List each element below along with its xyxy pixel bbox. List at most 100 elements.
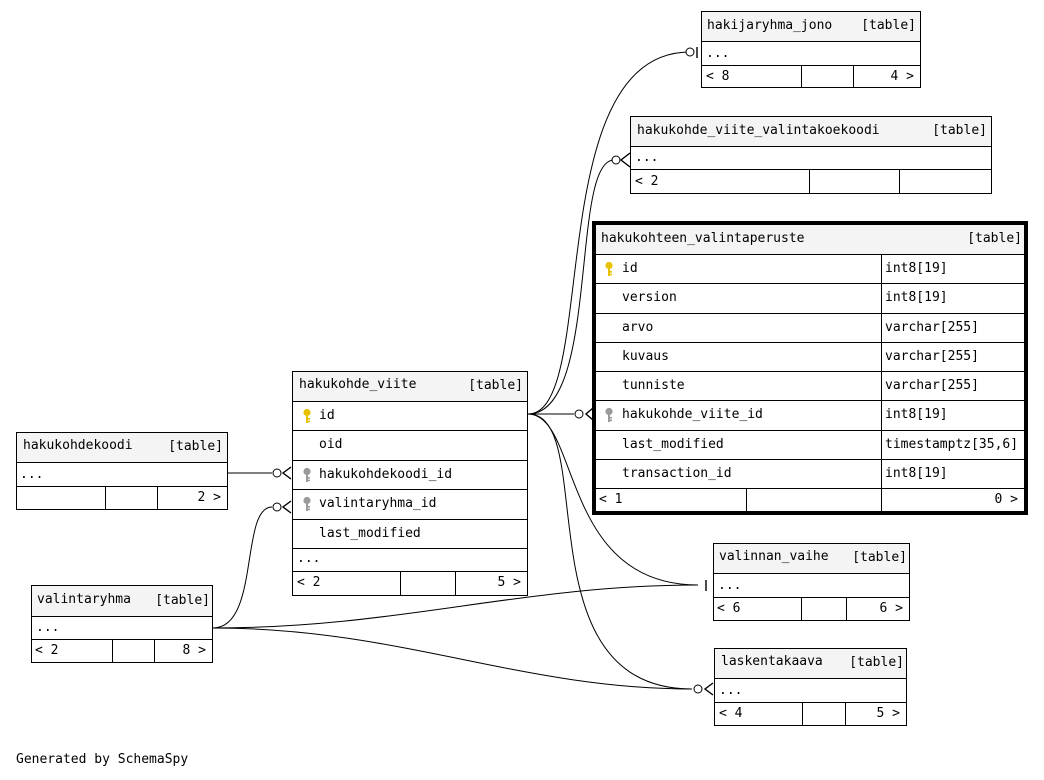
primary-key-icon xyxy=(604,261,614,277)
table-ellipsis-row: ... xyxy=(714,573,909,597)
ellipsis-text: ... xyxy=(706,46,730,61)
table-ellipsis-row: ... xyxy=(32,616,212,639)
table-header: hakukohde_viite_valintakoekoodi [table] xyxy=(631,117,991,146)
table-type-label: [table] xyxy=(852,550,907,565)
table-header: hakukohdekoodi [table] xyxy=(17,433,227,462)
column-row-id[interactable]: id xyxy=(293,401,527,430)
child-count[interactable]: 5 > xyxy=(876,706,900,721)
column-row-hakukohde-viite-id[interactable]: hakukohde_viite_id int8[19] xyxy=(596,400,1024,430)
column-type: timestamptz[35,6] xyxy=(885,436,1019,452)
table-hakukohdekoodi[interactable]: hakukohdekoodi [table] ... 2 > xyxy=(16,432,228,510)
edge-valintaryhma-to-laskentakaava xyxy=(212,627,693,690)
table-ellipsis-row: ... xyxy=(293,548,527,571)
table-type-label: [table] xyxy=(849,655,904,670)
edge-marker-crowfoot xyxy=(703,682,714,696)
edge-marker-circle xyxy=(574,409,584,419)
table-type-label: [table] xyxy=(168,439,223,454)
ellipsis-text: ... xyxy=(719,683,743,698)
table-type-label: [table] xyxy=(155,593,210,608)
table-header: laskentakaava [table] xyxy=(715,649,906,678)
column-row-hakukohdekoodi-id[interactable]: hakukohdekoodi_id xyxy=(293,459,527,489)
column-name: id xyxy=(622,261,638,276)
foreign-key-icon xyxy=(302,467,312,483)
column-name: kuvaus xyxy=(622,348,669,364)
table-ellipsis-row: ... xyxy=(715,678,906,702)
edge-valintaryhma-to-hakukohde-viite xyxy=(212,506,273,629)
column-row-kuvaus[interactable]: kuvaus varchar[255] xyxy=(596,341,1024,371)
table-ellipsis-row: ... xyxy=(17,462,227,486)
column-name: last_modified xyxy=(319,525,421,541)
table-header: valintaryhma [table] xyxy=(32,586,212,616)
ellipsis-text: ... xyxy=(36,620,60,635)
column-name: hakukohdekoodi_id xyxy=(319,466,453,482)
edge-marker-crowfoot xyxy=(281,466,292,480)
parent-count[interactable]: < 2 xyxy=(635,174,659,189)
table-hakijaryhma-jono[interactable]: hakijaryhma_jono [table] ... < 8 4 > xyxy=(701,11,921,88)
column-row-valintaryhma-id[interactable]: valintaryhma_id xyxy=(293,489,527,518)
column-name: valintaryhma_id xyxy=(319,496,437,512)
child-count[interactable]: 2 > xyxy=(197,490,221,505)
column-name: version xyxy=(622,290,677,306)
column-row-transaction-id[interactable]: transaction_id int8[19] xyxy=(596,458,1024,488)
edge-hakukohde-viite-to-laskentakaava xyxy=(527,413,693,690)
edge-marker-circle xyxy=(272,502,282,512)
table-ellipsis-row: ... xyxy=(702,41,920,65)
edge-hakukohde-viite-to-valintakoekoodi xyxy=(527,159,615,415)
column-name: arvo xyxy=(622,319,654,335)
column-name: last_modified xyxy=(622,436,724,452)
table-valinnan-vaihe[interactable]: valinnan_vaihe [table] ... < 6 6 > xyxy=(713,543,910,621)
table-name: hakukohde_viite xyxy=(299,377,417,392)
table-header: hakukohteen_valintaperuste [table] xyxy=(596,225,1024,254)
column-name: oid xyxy=(319,437,343,453)
child-count[interactable]: 6 > xyxy=(879,601,903,616)
edge-marker-circle xyxy=(693,684,703,694)
column-row-last-modified[interactable]: last_modified xyxy=(293,518,527,548)
parent-count[interactable]: < 2 xyxy=(35,643,59,658)
table-name: hakukohdekoodi xyxy=(23,438,133,453)
column-row-version[interactable]: version int8[19] xyxy=(596,283,1024,313)
column-row-arvo[interactable]: arvo varchar[255] xyxy=(596,312,1024,342)
column-type: varchar[255] xyxy=(885,319,979,335)
table-type-label: [table] xyxy=(861,18,916,33)
column-type: int8[19] xyxy=(885,465,948,481)
table-footer: < 1 0 > xyxy=(596,488,1024,511)
column-name: hakukohde_viite_id xyxy=(622,407,763,423)
column-type: varchar[255] xyxy=(885,378,979,393)
column-row-last-modified[interactable]: last_modified timestamptz[35,6] xyxy=(596,429,1024,459)
table-name: laskentakaava xyxy=(721,654,823,669)
parent-count[interactable]: < 2 xyxy=(297,575,321,590)
table-laskentakaava[interactable]: laskentakaava [table] ... < 4 5 > xyxy=(714,648,907,726)
parent-count[interactable]: < 8 xyxy=(706,69,730,84)
edge-valintaryhma-to-valinnan-vaihe xyxy=(212,584,699,629)
parent-count[interactable]: < 6 xyxy=(717,601,741,616)
table-footer: 2 > xyxy=(17,486,227,509)
column-type: int8[19] xyxy=(885,407,948,423)
column-name: transaction_id xyxy=(622,465,732,481)
child-count[interactable]: 0 > xyxy=(994,492,1018,507)
child-count[interactable]: 8 > xyxy=(182,643,206,658)
table-footer: < 2 xyxy=(631,169,991,193)
generated-by-footer: Generated by SchemaSpy xyxy=(16,752,189,767)
column-type: int8[19] xyxy=(885,290,948,306)
column-type: varchar[255] xyxy=(885,348,979,364)
child-count[interactable]: 4 > xyxy=(890,69,914,84)
column-row-oid[interactable]: oid xyxy=(293,430,527,459)
foreign-key-icon xyxy=(604,407,614,423)
parent-count[interactable]: < 1 xyxy=(599,492,623,507)
parent-count[interactable]: < 4 xyxy=(719,706,743,721)
table-hakukohde-viite-valintakoekoodi[interactable]: hakukohde_viite_valintakoekoodi [table] … xyxy=(630,116,992,194)
table-name: hakijaryhma_jono xyxy=(707,18,833,33)
edge-marker-crowfoot xyxy=(281,500,292,514)
table-footer: < 2 8 > xyxy=(32,639,212,662)
child-count[interactable]: 5 > xyxy=(497,575,521,590)
table-type-label: [table] xyxy=(967,231,1022,246)
table-name: hakukohde_viite_valintakoekoodi xyxy=(637,123,880,138)
table-footer: < 4 5 > xyxy=(715,702,906,725)
table-valintaryhma[interactable]: valintaryhma [table] ... < 2 8 > xyxy=(31,585,213,663)
ellipsis-text: ... xyxy=(635,150,659,165)
